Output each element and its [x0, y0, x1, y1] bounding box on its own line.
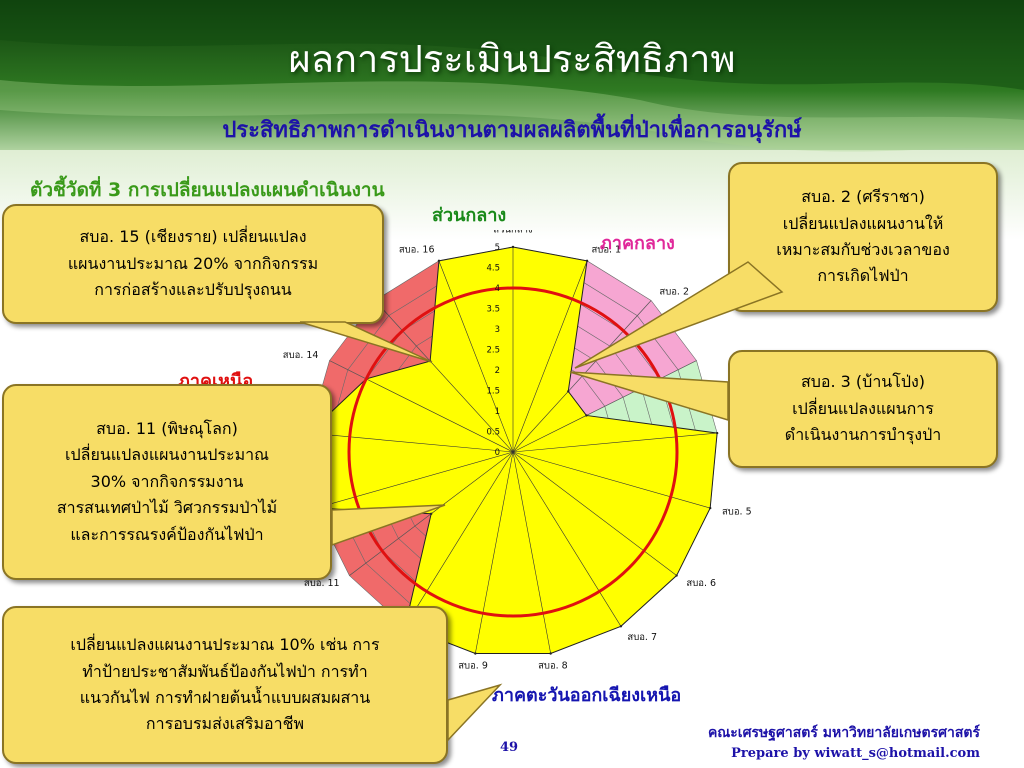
- footer-prepared-by: Prepare by wiwatt_s@hotmail.com: [731, 746, 980, 761]
- region-label-central: ส่วนกลาง: [432, 205, 507, 226]
- data-spoke: [512, 451, 622, 627]
- page-number: 49: [500, 740, 519, 755]
- callout-line: เปลี่ยนแปลงแผนการ: [792, 398, 934, 418]
- data-spoke: [429, 360, 514, 453]
- category-label: ส่วนกลาง: [493, 230, 532, 236]
- callout-line: เปลี่ยนแปลงแผนงานประมาณ: [65, 445, 269, 465]
- tick-label: 5: [495, 243, 500, 253]
- category-label: สบอ. 14: [283, 350, 319, 361]
- callout-line: แนวกันไฟ การทำฝายต้นน้ำแบบผสมผสาน: [79, 688, 371, 707]
- tick-label: 4: [495, 284, 500, 294]
- data-spoke: [512, 451, 711, 509]
- category-label: สบอ. 2: [659, 286, 689, 297]
- tick-label: 1: [495, 407, 500, 417]
- callout-line: สบอ. 3 (บ้านโป่ง): [800, 372, 926, 392]
- data-spoke: [475, 451, 514, 654]
- callout-line: การอบรมส่งเสริมอาชีพ: [145, 714, 305, 734]
- callout-line: เปลี่ยนแปลงแผนงานให้: [782, 213, 944, 233]
- callout-line: ทำป้ายประชาสัมพันธ์ป้องกันไฟป่า การทำ: [82, 661, 368, 681]
- tick-label: 0.5: [486, 428, 500, 438]
- tick-label: 1.5: [486, 387, 500, 397]
- region-label-central-plain: ภาคกลาง: [600, 233, 675, 254]
- callout-line: การเกิดไฟป่า: [817, 266, 909, 286]
- region-label-northeast: ภาคตะวันออกเฉียงเหนือ: [492, 685, 682, 706]
- slide-subtitle: ประสิทธิภาพการดำเนินงานตามผลผลิตพื้นที่ป…: [222, 118, 802, 143]
- indicator-heading: ตัวชี้วัดที่ 3 การเปลี่ยนแปลงแผนดำเนินงา…: [30, 179, 385, 201]
- callout-line: ดำเนินงานการบำรุงป่า: [784, 425, 942, 445]
- callout-line: เหมาะสมกับช่วงเวลาของ: [776, 240, 950, 259]
- callout-sbo11: สบอ. 11 (พิษณุโลก) เปลี่ยนแปลงแผนงานประม…: [2, 384, 332, 580]
- data-spoke: [431, 451, 514, 515]
- tick-label: 2.5: [486, 346, 500, 356]
- callout-line: 30% จากกิจกรรมงาน: [90, 471, 244, 491]
- category-label: สบอ. 6: [686, 578, 716, 589]
- tick-label: 3: [495, 325, 500, 335]
- category-label: สบอ. 11: [304, 578, 340, 589]
- category-label: สบอ. 7: [627, 632, 657, 643]
- callout-general: เปลี่ยนแปลงแผนงานประมาณ 10% เช่น การ ทำป…: [2, 606, 448, 764]
- callout-sbo3: สบอ. 3 (บ้านโป่ง) เปลี่ยนแปลงแผนการ ดำเน…: [728, 350, 998, 468]
- tick-label: 2: [495, 366, 500, 376]
- callout-line: สบอ. 2 (ศรีราชา): [801, 187, 925, 207]
- callout-line: เปลี่ยนแปลงแผนงานประมาณ 10% เช่น การ: [70, 635, 380, 655]
- slide-title: ผลการประเมินประสิทธิภาพ: [288, 37, 736, 81]
- tick-label: 3.5: [486, 305, 500, 315]
- callout-line: การก่อสร้างและปรับปรุงถนน: [94, 280, 292, 300]
- callout-line: สารสนเทศป่าไม้ วิศวกรรมป่าไม้: [56, 498, 278, 518]
- data-spoke: [438, 260, 514, 453]
- data-spoke: [366, 378, 514, 453]
- data-spoke: [308, 432, 514, 453]
- category-label: สบอ. 8: [538, 661, 568, 672]
- callout-line: และการรณรงค์ป้องกันไฟป่า: [70, 524, 264, 544]
- tick-label: 0: [495, 448, 500, 458]
- data-spoke: [512, 451, 551, 654]
- target-ring: [347, 286, 679, 618]
- callout-line: สบอ. 15 (เชียงราย) เปลี่ยนแปลง: [79, 227, 307, 247]
- category-label: สบอ. 5: [722, 506, 752, 517]
- data-spoke: [512, 432, 718, 453]
- data-spoke: [512, 415, 587, 453]
- data-spoke: [315, 451, 514, 509]
- data-spoke: [404, 451, 514, 627]
- data-spoke: [512, 451, 677, 576]
- callout-line: สบอ. 11 (พิษณุโลก): [96, 419, 238, 439]
- category-label: สบอ. 16: [399, 244, 435, 255]
- callout-sbo15: สบอ. 15 (เชียงราย) เปลี่ยนแปลง แผนงานประ…: [2, 204, 384, 324]
- category-label: สบอ. 1: [591, 244, 621, 255]
- category-label: สบอ. 9: [458, 661, 488, 672]
- callout-line: แผนงานประมาณ 20% จากกิจกรรม: [67, 253, 319, 273]
- data-point: [437, 259, 441, 263]
- footer-organization: คณะเศรษฐศาสตร์ มหาวิทยาลัยเกษตรศาสตร์: [707, 725, 980, 741]
- tick-label: 4.5: [486, 264, 500, 274]
- data-spoke: [512, 391, 569, 453]
- callout-sbo2: สบอ. 2 (ศรีราชา) เปลี่ยนแปลงแผนงานให้ เห…: [728, 162, 998, 312]
